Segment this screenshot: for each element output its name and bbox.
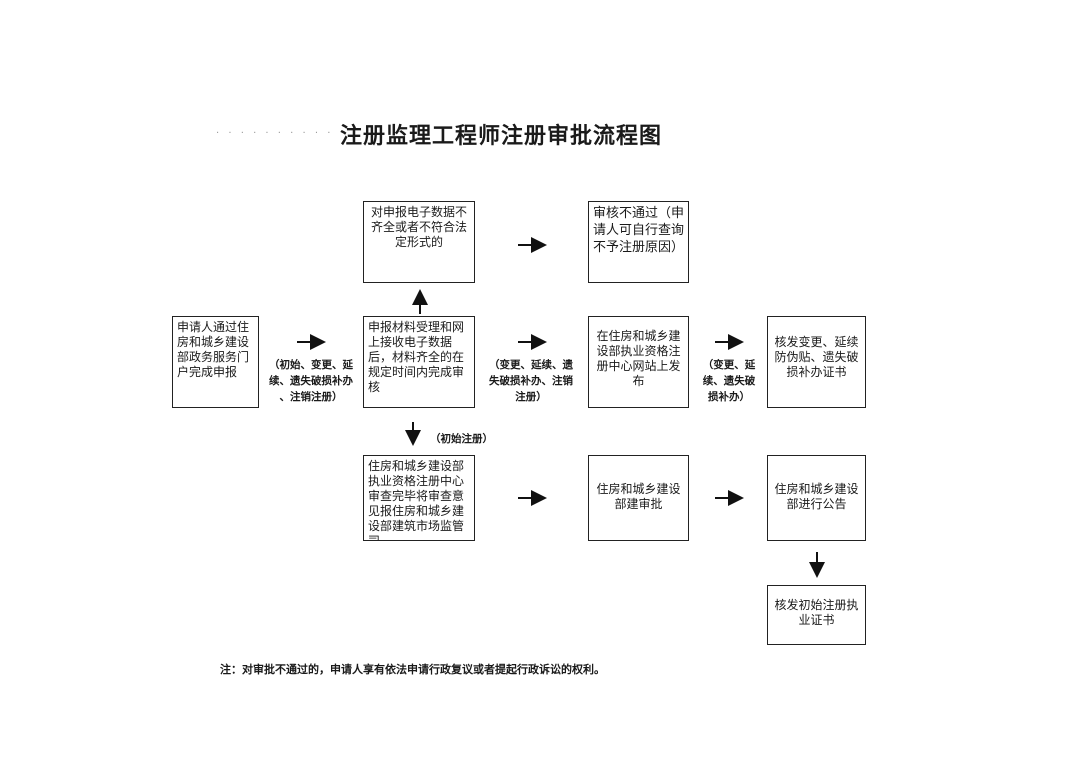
box-accept-text: 申报材料受理和网上接收电子数据后，材料齐全的在规定时间内完成审核 (368, 320, 465, 394)
box-accept: 申报材料受理和网上接收电子数据后，材料齐全的在规定时间内完成审核 (363, 316, 475, 408)
box-not-passed-text: 审核不通过（申请人可自行查询不予注册原因） (593, 206, 685, 255)
label-publish-to-certificate-line1: （变更、延 (702, 359, 756, 371)
label-publish-to-certificate-line3: 损补办） (708, 391, 750, 403)
label-applicant-to-accept-line1: （初始、变更、延 (269, 359, 353, 371)
box-publish-site: 在住房和城乡建设部执业资格注册中心网站上发布 (588, 316, 689, 408)
page-title: 注册监理工程师注册审批流程图 (340, 124, 663, 149)
label-publish-to-certificate-line2: 续、遗失破 (702, 375, 756, 387)
label-accept-to-publish-line3: 注册） (515, 391, 547, 403)
box-applicant-text: 申请人通过住房和城乡建设部政务服务门户完成申报 (177, 320, 250, 379)
box-announce: 住房和城乡建设部进行公告 (767, 455, 866, 541)
label-applicant-to-accept-line3: 、注销注册） (279, 391, 343, 403)
box-publish-site-text: 在住房和城乡建设部执业资格注册中心网站上发布 (596, 329, 681, 388)
box-applicant: 申请人通过住房和城乡建设部政务服务门户完成申报 (172, 316, 259, 408)
box-certificate-change: 核发变更、延续防伪贴、遗失破损补办证书 (767, 316, 866, 408)
box-certificate-change-text: 核发变更、延续防伪贴、遗失破损补办证书 (774, 335, 859, 379)
box-ministry-approval: 住房和城乡建设部建审批 (588, 455, 689, 541)
box-reject-check-text: 对申报电子数据不齐全或者不符合法定形式的 (370, 205, 467, 249)
box-center-review: 住房和城乡建设部执业资格注册中心审查完毕将审查意见报住房和城乡建设部建筑市场监管… (363, 455, 475, 541)
label-applicant-to-accept-line2: 续、遗失破损补办 (269, 375, 353, 387)
title-leader-dots: · · · · · · · · · · (216, 128, 334, 139)
label-accept-to-publish: （变更、延续、遗 失破损补办、注销 注册） (478, 357, 584, 405)
box-center-review-text: 住房和城乡建设部执业资格注册中心审查完毕将审查意见报住房和城乡建设部建筑市场监管… (368, 459, 465, 541)
label-applicant-to-accept: （初始、变更、延 续、遗失破损补办 、注销注册） (258, 357, 364, 405)
label-initial-registration: （初始注册） (430, 433, 493, 445)
label-accept-to-publish-line1: （变更、延续、遗 (489, 359, 573, 371)
label-accept-to-publish-line2: 失破损补办、注销 (489, 375, 573, 387)
label-publish-to-certificate: （变更、延 续、遗失破 损补办） (694, 357, 764, 405)
box-certificate-initial: 核发初始注册执业证书 (767, 585, 866, 645)
box-reject-check: 对申报电子数据不齐全或者不符合法定形式的 (363, 201, 475, 283)
box-ministry-approval-text: 住房和城乡建设部建审批 (596, 482, 681, 511)
box-not-passed: 审核不通过（申请人可自行查询不予注册原因） (588, 201, 689, 283)
box-announce-text: 住房和城乡建设部进行公告 (774, 482, 859, 511)
box-certificate-initial-text: 核发初始注册执业证书 (774, 598, 859, 627)
footnote: 注：对审批不通过的，申请人享有依法申请行政复议或者提起行政诉讼的权利。 (220, 663, 605, 676)
